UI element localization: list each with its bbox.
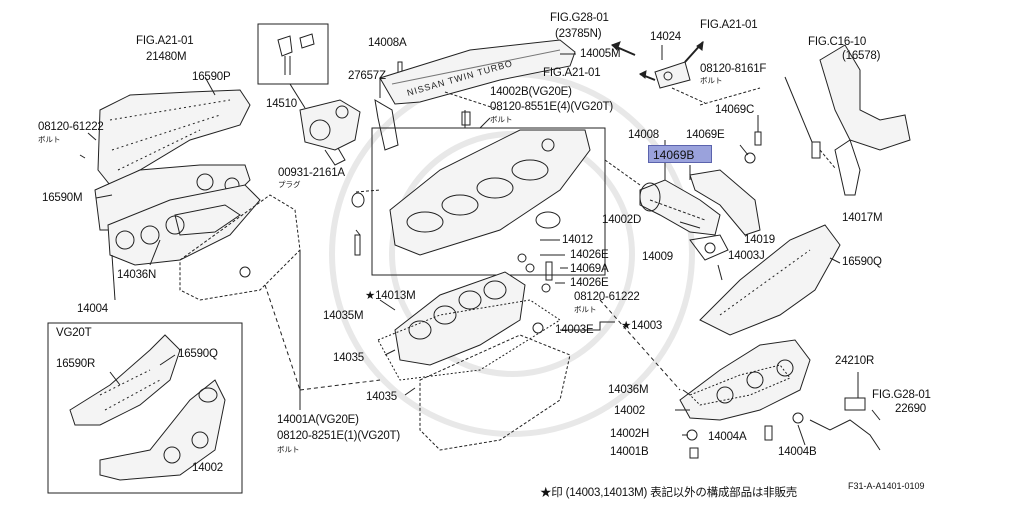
part-label-14035-a[interactable]: 14035 — [333, 352, 364, 364]
cylinder-head-left — [179, 194, 301, 301]
part-label-00931-2161a[interactable]: 00931-2161A — [278, 167, 345, 179]
ref-fig-a21-01-arrow[interactable]: FIG.A21-01 — [543, 67, 601, 79]
bolt-note-middle-2: ボルト — [574, 305, 597, 314]
part-label-14003e[interactable]: 14003E — [555, 324, 594, 336]
bolt-note-right: ボルト — [700, 76, 723, 85]
turbo-heat-shield — [69, 334, 181, 426]
part-label-14002[interactable]: 14002 — [614, 405, 645, 417]
part-label-14001a[interactable]: 14001A(VG20E) — [277, 414, 359, 426]
part-label-21480m[interactable]: 21480M — [146, 51, 187, 63]
footnote-text: ★印 (14003,14013M) 表記以外の構成部品は非販売 — [540, 487, 798, 499]
part-label-14008a[interactable]: 14008A — [368, 37, 407, 49]
part-label-14004a[interactable]: 14004A — [708, 431, 747, 443]
part-label-08120-61222-left[interactable]: 08120-61222 — [38, 121, 104, 133]
part-label-14002d[interactable]: 14002D — [602, 214, 642, 226]
part-label-14004[interactable]: 14004 — [77, 303, 108, 315]
part-label-14013m[interactable]: ★14013M — [365, 290, 416, 302]
part-label-14005m[interactable]: 14005M — [580, 48, 621, 60]
turbo-outlet-shield — [689, 169, 761, 236]
part-label-14002-inset[interactable]: 14002 — [192, 462, 223, 474]
part-label-08120-61222-middle[interactable]: 08120-61222 — [574, 291, 640, 303]
part-label-08120-8161f[interactable]: 08120-8161F — [700, 63, 767, 75]
part-label-14036n[interactable]: 14036N — [117, 269, 157, 281]
part-label-14069e[interactable]: 14069E — [686, 129, 725, 141]
cylinder-head-right — [419, 334, 571, 451]
ref-fig-a21-01[interactable]: FIG.A21-01 — [136, 35, 194, 47]
part-label-14035-b[interactable]: 14035 — [366, 391, 397, 403]
ref-fig-c16-10[interactable]: FIG.C16-10 — [808, 36, 867, 48]
part-label-14069b[interactable]: 14069B — [653, 148, 695, 162]
gasket-14036n — [174, 204, 241, 236]
hose-16578 — [819, 44, 911, 151]
part-label-14035m[interactable]: 14035M — [323, 310, 364, 322]
part-label-14069c[interactable]: 14069C — [715, 104, 755, 116]
part-label-16590r[interactable]: 16590R — [56, 358, 96, 370]
exhaust-manifold-right — [679, 339, 811, 421]
part-label-14510[interactable]: 14510 — [266, 98, 297, 110]
part-label-14026e-1[interactable]: 14026E — [570, 249, 609, 261]
bolt-note-bottom: ボルト — [277, 445, 300, 454]
part-label-22690[interactable]: 22690 — [895, 403, 926, 415]
plug-note: プラグ — [278, 180, 301, 189]
intake-manifold-lower — [394, 271, 526, 366]
part-label-16590q-inset[interactable]: 16590Q — [178, 348, 218, 360]
bolt-note-left: ボルト — [38, 135, 61, 144]
part-label-14002b[interactable]: 14002B(VG20E) — [490, 86, 572, 98]
turbo-exhaust-manifold — [99, 379, 226, 481]
intake-box-frame — [371, 127, 606, 276]
bracket-14017m — [834, 139, 861, 196]
part-label-14001b[interactable]: 14001B — [610, 446, 649, 458]
heat-shield-16590q — [699, 224, 841, 336]
turbo-bracket-14024 — [654, 61, 691, 89]
part-label-16590q[interactable]: 16590Q — [842, 256, 882, 268]
part-label-08120-8551e[interactable]: 08120-8551E(4)(VG20T) — [490, 101, 614, 113]
part-label-14004b[interactable]: 14004B — [778, 446, 817, 458]
inset-title-vg20t: VG20T — [56, 327, 92, 339]
part-label-24210r[interactable]: 24210R — [835, 355, 875, 367]
part-label-14024[interactable]: 14024 — [650, 31, 681, 43]
gasket-14009 — [689, 234, 729, 261]
turbo-outlet-pipe — [639, 179, 721, 236]
ref-fig-g28-01-bottom[interactable]: FIG.G28-01 — [872, 389, 931, 401]
bolt-note-middle: ボルト — [490, 115, 513, 124]
part-label-16590p[interactable]: 16590P — [192, 71, 231, 83]
part-label-14002h[interactable]: 14002H — [610, 428, 650, 440]
ref-fig-a21-01-right[interactable]: FIG.A21-01 — [700, 19, 758, 31]
part-label-23785n[interactable]: (23785N) — [555, 28, 602, 40]
highlight-14069b[interactable]: 14069B — [648, 145, 712, 163]
figure-code: F31-A-A1401-0109 — [848, 481, 925, 491]
collector-cover — [379, 39, 576, 105]
part-label-14069a[interactable]: 14069A — [570, 263, 609, 275]
sensor-inset-box — [257, 23, 329, 85]
ref-fig-g28-01[interactable]: FIG.G28-01 — [550, 12, 609, 24]
part-label-14017m[interactable]: 14017M — [842, 212, 883, 224]
part-label-08120-8251e[interactable]: 08120-8251E(1)(VG20T) — [277, 430, 401, 442]
aac-valve — [299, 99, 361, 166]
part-label-14008[interactable]: 14008 — [628, 129, 659, 141]
part-label-14012[interactable]: 14012 — [562, 234, 593, 246]
part-label-14019[interactable]: 14019 — [744, 234, 775, 246]
part-label-14003[interactable]: ★14003 — [621, 320, 663, 332]
part-label-14036m[interactable]: 14036M — [608, 384, 649, 396]
vg20t-inset-box — [47, 322, 243, 494]
part-label-16578[interactable]: (16578) — [842, 50, 881, 62]
part-label-27657z[interactable]: 27657Z — [348, 70, 386, 82]
intake-collector — [389, 129, 591, 256]
part-label-14003j[interactable]: 14003J — [728, 250, 765, 262]
part-label-14026e-2[interactable]: 14026E — [570, 277, 609, 289]
sensor-harness — [809, 419, 881, 451]
part-label-16590m[interactable]: 16590M — [42, 192, 83, 204]
part-label-14009[interactable]: 14009 — [642, 251, 673, 263]
